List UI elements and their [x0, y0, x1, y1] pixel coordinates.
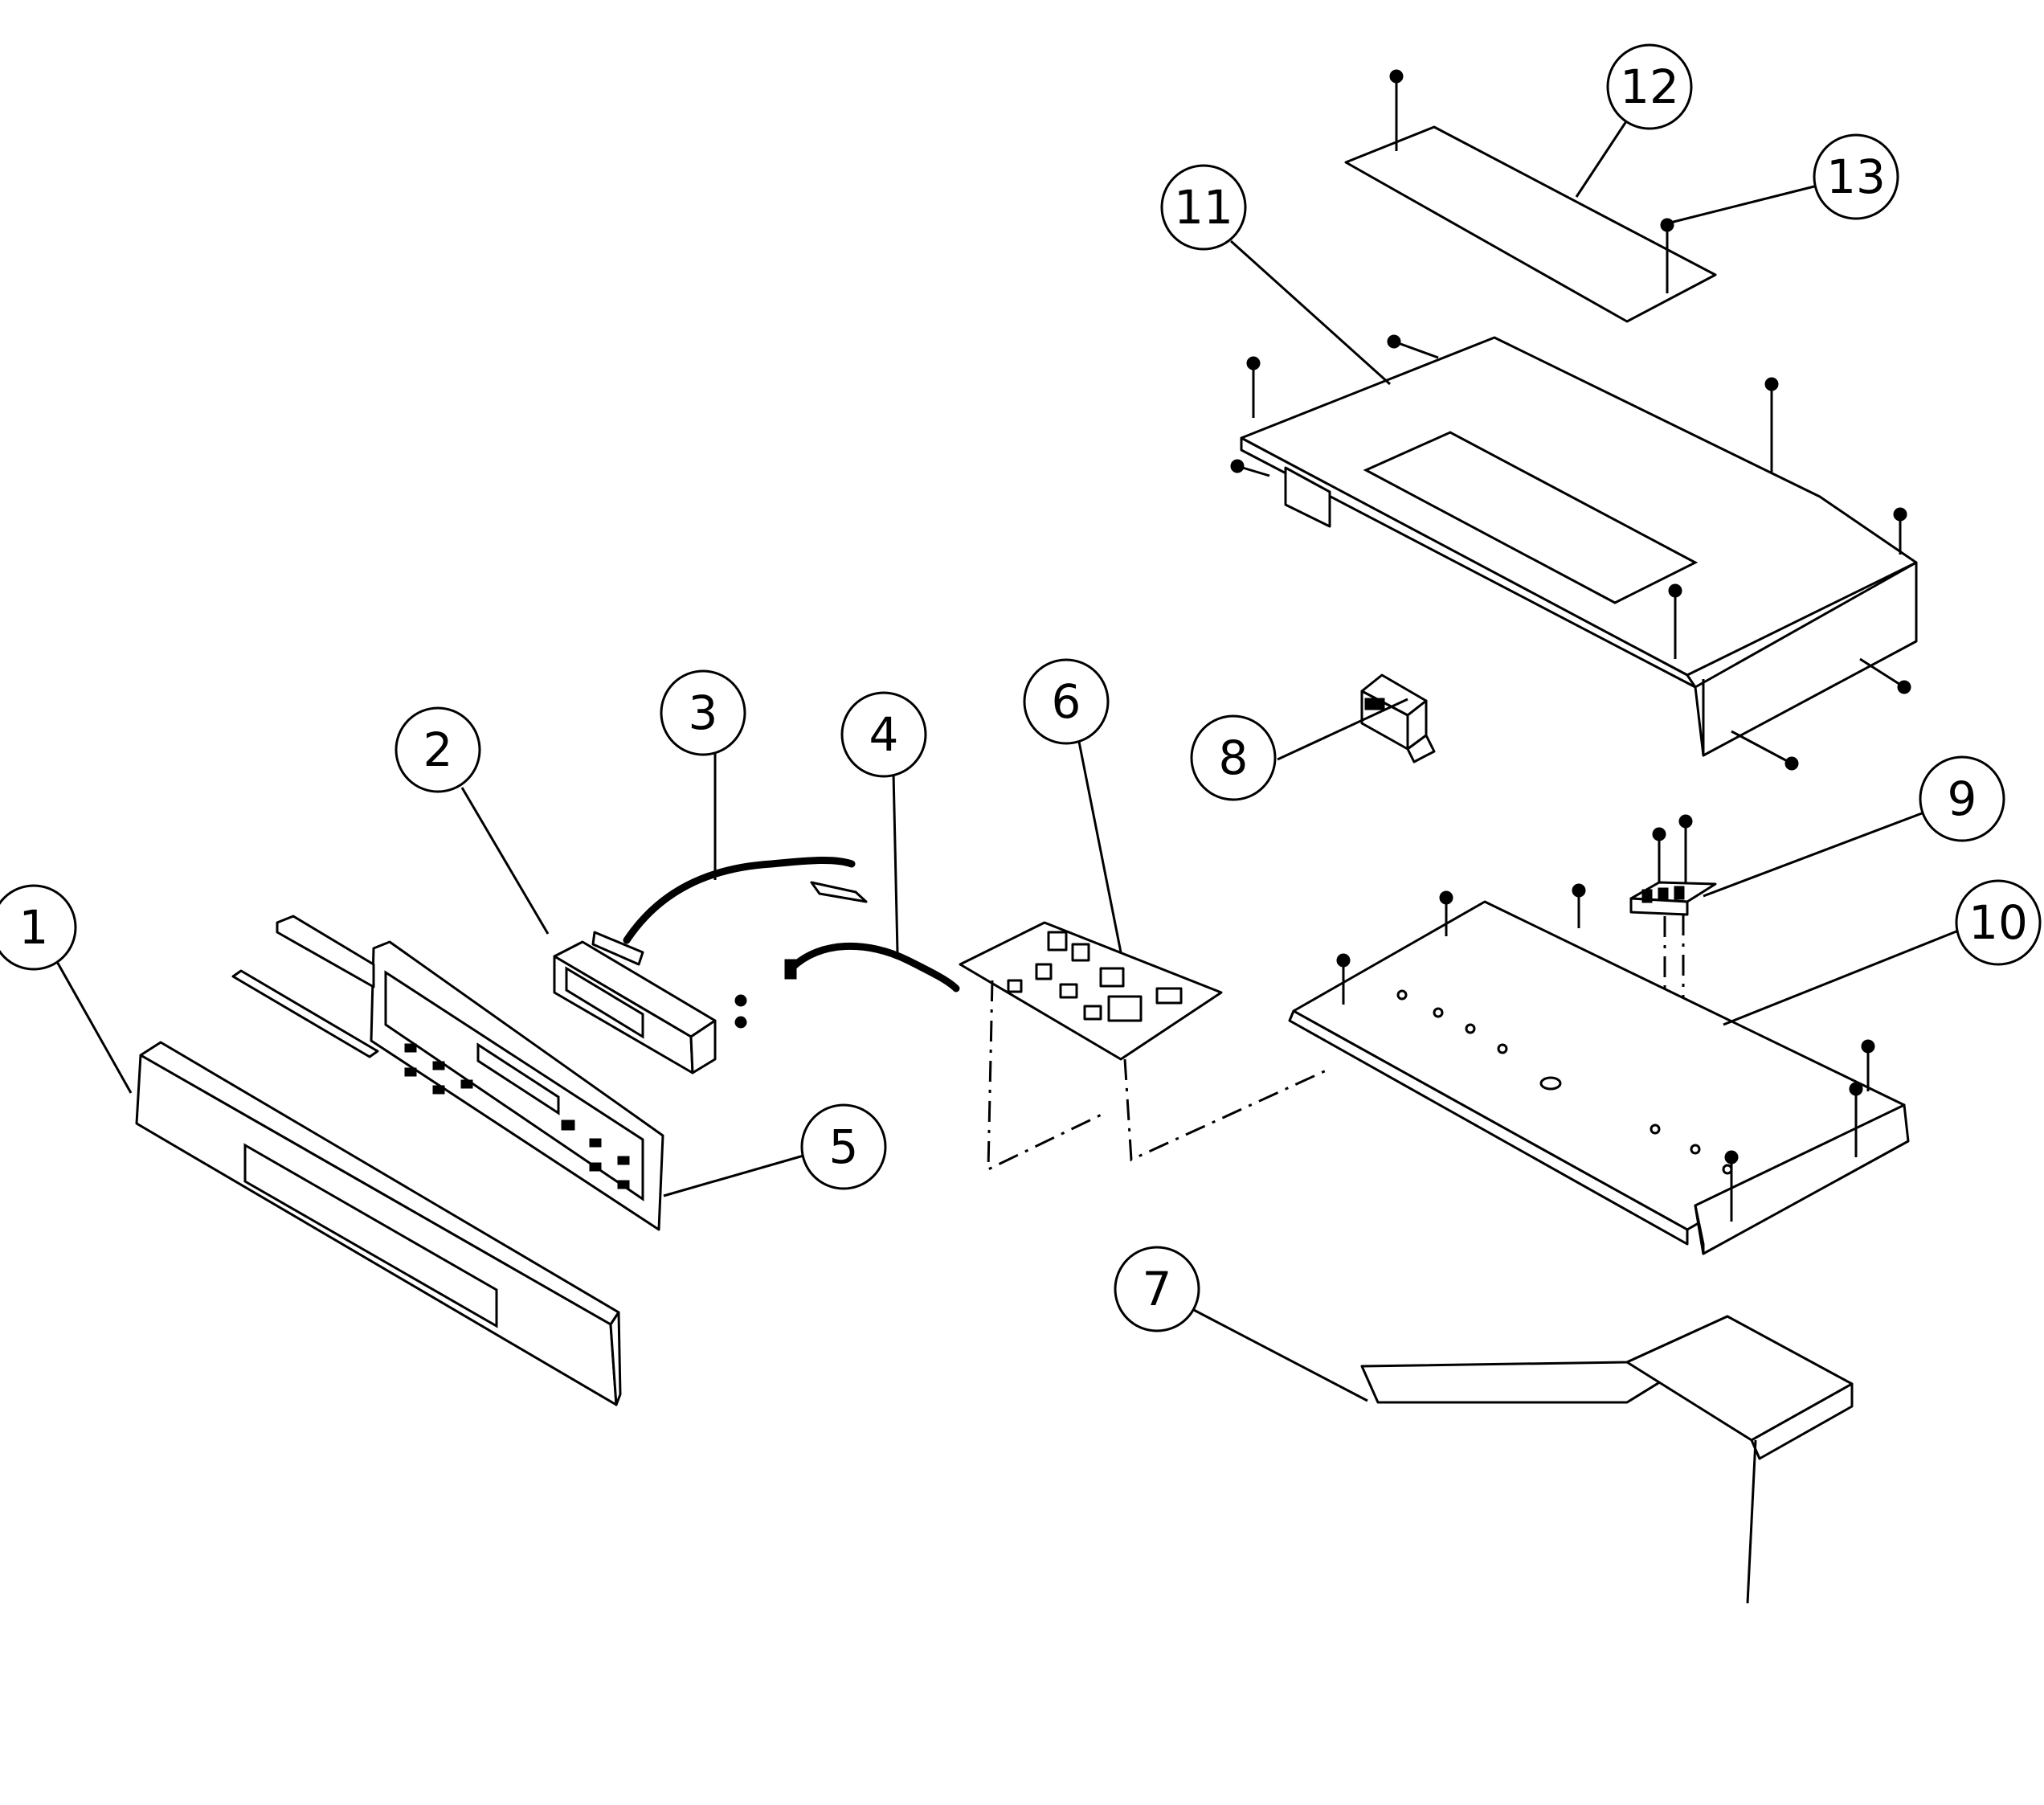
- leader-lines: [55, 113, 1961, 1402]
- callout-8: 8: [1190, 714, 1277, 801]
- callout-label: 2: [423, 722, 453, 777]
- callout-label: 1: [19, 900, 49, 955]
- part-1-trim-panel: [135, 1041, 622, 1406]
- part-12-cover-plate: [1344, 125, 1717, 323]
- callout-7: 7: [1114, 1246, 1200, 1332]
- callout-label: 3: [689, 686, 718, 740]
- callout-label: 13: [1826, 149, 1886, 204]
- part-10-base-chassis: [1288, 900, 1910, 1255]
- callout-11: 11: [1160, 164, 1247, 251]
- callout-13: 13: [1813, 133, 1899, 220]
- callout-label: 12: [1620, 59, 1679, 114]
- part-5-control-overlay: [231, 915, 664, 1231]
- part-2-display-board: [553, 931, 747, 1074]
- callout-label: 6: [1052, 674, 1081, 729]
- part-11-top-cover: [1240, 336, 1918, 757]
- callout-label: 8: [1219, 731, 1249, 785]
- part-4-wire: [784, 942, 960, 993]
- screws: [1230, 69, 1911, 1222]
- callout-label: 11: [1174, 180, 1233, 235]
- callout-label: 9: [1948, 772, 1977, 826]
- part-7-bracket: [1360, 1315, 1854, 1604]
- part-3-harness: [623, 856, 868, 944]
- keypad-buttons: [404, 1043, 630, 1189]
- callout-5: 5: [800, 1103, 887, 1190]
- callout-2: 2: [394, 706, 481, 793]
- callout-9: 9: [1919, 755, 2005, 842]
- callout-label: 4: [869, 707, 899, 762]
- callout-3: 3: [660, 669, 746, 756]
- part-6-control-board: [959, 921, 1331, 1172]
- callout-10: 10: [1955, 879, 2042, 966]
- callout-label: 5: [829, 1119, 859, 1174]
- callout-1: 1: [0, 884, 77, 971]
- callout-label: 7: [1143, 1262, 1172, 1316]
- callout-12: 12: [1606, 43, 1693, 130]
- callout-4: 4: [840, 691, 927, 778]
- callout-6: 6: [1023, 658, 1110, 745]
- callout-label: 10: [1968, 895, 2028, 950]
- part-8-transformer: [1360, 673, 1436, 763]
